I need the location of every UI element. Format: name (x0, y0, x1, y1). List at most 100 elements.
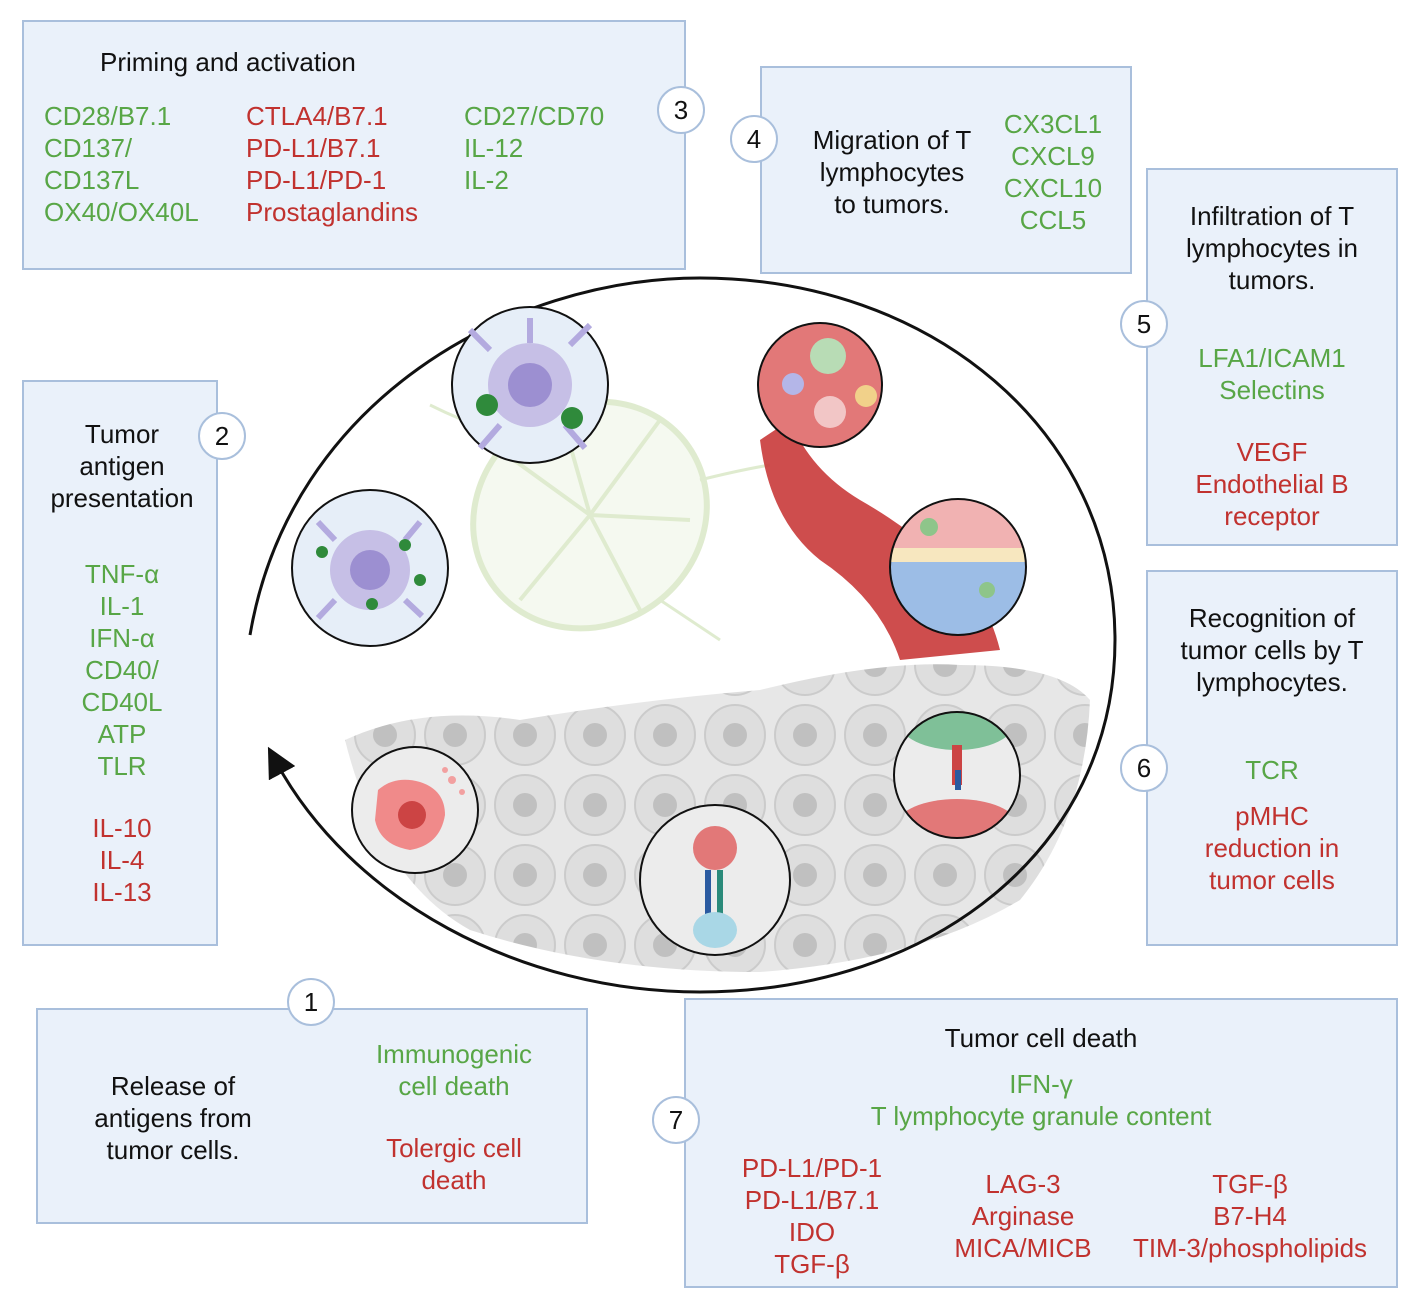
step5-number-badge: 5 (1120, 300, 1168, 348)
step1-positive-item: cell death (398, 1071, 510, 1101)
step4-title-line: lymphocytes (819, 157, 965, 187)
step4-positive: CX3CL1 CXCL9 CXCL10 CCL5 (994, 108, 1112, 236)
step3-col1-item: CD137/ (44, 133, 133, 163)
step3-col2: CTLA4/B7.1 PD-L1/B7.1 PD-L1/PD-1 Prostag… (246, 100, 418, 228)
step2-positive: TNF-α IL-1 IFN-α CD40/ CD40L ATP TLR (24, 558, 220, 782)
dendritic-cell-immature (291, 489, 449, 647)
step3-col3: CD27/CD70 IL-12 IL-2 (464, 100, 604, 196)
step5-title-line: Infiltration of T (1189, 201, 1355, 231)
step5-title-line: lymphocytes in (1186, 233, 1358, 263)
step7-neg-col1-item: IDO (788, 1217, 836, 1247)
step3-box: Priming and activation CD28/B7.1 CD137/ … (22, 20, 686, 270)
step3-col3-item: IL-12 (464, 133, 524, 163)
step1-title: Release of antigens from tumor cells. (68, 1070, 278, 1166)
t-cell-killing (639, 804, 791, 956)
step5-negative-item: VEGF (1236, 437, 1308, 467)
step5-negative-item: Endothelial B (1195, 469, 1349, 499)
step1-negative: Tolergic cell death (338, 1132, 570, 1196)
step4-title: Migration of T lymphocytes to tumors. (792, 124, 992, 220)
step5-negative: VEGF Endothelial B receptor (1148, 436, 1396, 532)
step1-title-line: tumor cells. (106, 1135, 240, 1165)
step4-positive-item: CXCL9 (1011, 141, 1095, 171)
step3-col1-item: OX40/OX40L (44, 197, 199, 227)
tcr-recognition (893, 711, 1021, 839)
step7-neg-col3-item: TIM-3/phospholipids (1132, 1233, 1368, 1263)
step7-title: Tumor cell death (944, 1023, 1138, 1053)
step2-positive-item: IFN-α (89, 623, 155, 653)
step7-neg-col1-item: PD-L1/PD-1 (741, 1153, 883, 1183)
step5-box: Infiltration of T lymphocytes in tumors.… (1146, 168, 1398, 546)
blood-vessel-cross-section (757, 322, 883, 448)
step7-number-badge: 7 (652, 1096, 700, 1144)
step4-number-badge: 4 (730, 115, 778, 163)
step2-positive-item: CD40L (81, 687, 163, 717)
step6-number-badge: 6 (1120, 744, 1168, 792)
step2-negative-item: IL-4 (99, 845, 145, 875)
step3-col2-item: CTLA4/B7.1 (246, 101, 388, 131)
step5-negative-item: receptor (1224, 501, 1320, 531)
step5-title-line: tumors. (1228, 265, 1316, 295)
step3-col3-item: IL-2 (464, 165, 509, 195)
step3-col1-item: CD137L (44, 165, 140, 195)
step3-col3-item: CD27/CD70 (464, 101, 605, 131)
step4-positive-item: CCL5 (1019, 205, 1087, 235)
step7-neg-col1: PD-L1/PD-1 PD-L1/B7.1 IDO TGF-β (722, 1152, 902, 1280)
step7-neg-col2: LAG-3 Arginase MICA/MICB (938, 1168, 1108, 1264)
step6-negative-item: tumor cells (1209, 865, 1335, 895)
step2-positive-item: ATP (97, 719, 147, 749)
step2-title-line: antigen (79, 451, 165, 481)
step6-title-line: tumor cells by T (1180, 635, 1364, 665)
step5-positive: LFA1/ICAM1 Selectins (1148, 342, 1396, 406)
step4-positive-item: CXCL10 (1003, 173, 1103, 203)
step7-neg-col3: TGF-β B7-H4 TIM-3/phospholipids (1118, 1168, 1382, 1264)
step2-positive-item: IL-1 (99, 591, 145, 621)
step4-title-line: Migration of T (812, 125, 972, 155)
step5-title: Infiltration of T lymphocytes in tumors. (1148, 200, 1396, 296)
step2-positive-item: TNF-α (84, 559, 160, 589)
step7-neg-col1-item: TGF-β (774, 1249, 850, 1279)
step2-negative-item: IL-13 (92, 877, 152, 907)
step7-positive: IFN-γ T lymphocyte granule content (686, 1068, 1396, 1132)
step2-title-line: Tumor (84, 419, 160, 449)
step1-positive-item: Immunogenic (375, 1039, 533, 1069)
step2-positive-item: CD40/ (85, 655, 159, 685)
step2-negative: IL-10 IL-4 IL-13 (24, 812, 220, 908)
step6-negative-item: reduction in (1204, 833, 1340, 863)
step2-title: Tumor antigen presentation (24, 418, 220, 514)
step7-positive-item: IFN-γ (1009, 1069, 1073, 1099)
step3-col2-item: PD-L1/PD-1 (246, 165, 387, 195)
step7-neg-col2-item: LAG-3 (985, 1169, 1061, 1199)
step3-col2-item: PD-L1/B7.1 (246, 133, 381, 163)
step4-title-line: to tumors. (834, 189, 950, 219)
step7-box: Tumor cell death IFN-γ T lymphocyte gran… (684, 998, 1398, 1288)
step6-positive: TCR (1148, 754, 1396, 786)
step3-col1-item: CD28/B7.1 (44, 101, 172, 131)
step7-neg-col1-item: PD-L1/B7.1 (744, 1185, 880, 1215)
step6-title-line: lymphocytes. (1196, 667, 1348, 697)
step6-title-line: Recognition of (1188, 603, 1356, 633)
step1-number-badge: 1 (287, 978, 335, 1026)
step6-positive-item: TCR (1245, 755, 1299, 785)
step1-negative-item: Tolergic cell (386, 1133, 522, 1163)
step6-title: Recognition of tumor cells by T lymphocy… (1148, 602, 1396, 698)
dendritic-cell-mature (451, 306, 609, 464)
step2-box: Tumor antigen presentation TNF-α IL-1 IF… (22, 380, 218, 946)
step5-positive-item: LFA1/ICAM1 (1198, 343, 1346, 373)
step1-negative-item: death (421, 1165, 487, 1195)
step7-neg-col2-item: Arginase (971, 1201, 1075, 1231)
step5-positive-item: Selectins (1219, 375, 1325, 405)
step3-col1: CD28/B7.1 CD137/ CD137L OX40/OX40L (44, 100, 199, 228)
step6-negative-item: pMHC (1235, 801, 1309, 831)
step1-title-line: Release of (110, 1071, 236, 1101)
step2-negative-item: IL-10 (92, 813, 152, 843)
step2-positive-item: TLR (97, 751, 147, 781)
step1-title-line: antigens from (94, 1103, 252, 1133)
step7-neg-col2-item: MICA/MICB (954, 1233, 1092, 1263)
step1-positive: Immunogenic cell death (338, 1038, 570, 1102)
step4-positive-item: CX3CL1 (1003, 109, 1103, 139)
step4-box: Migration of T lymphocytes to tumors. CX… (760, 66, 1132, 274)
step7-neg-col3-item: B7-H4 (1213, 1201, 1287, 1231)
step3-col2-item: Prostaglandins (246, 197, 418, 227)
step7-neg-col3-item: TGF-β (1212, 1169, 1288, 1199)
